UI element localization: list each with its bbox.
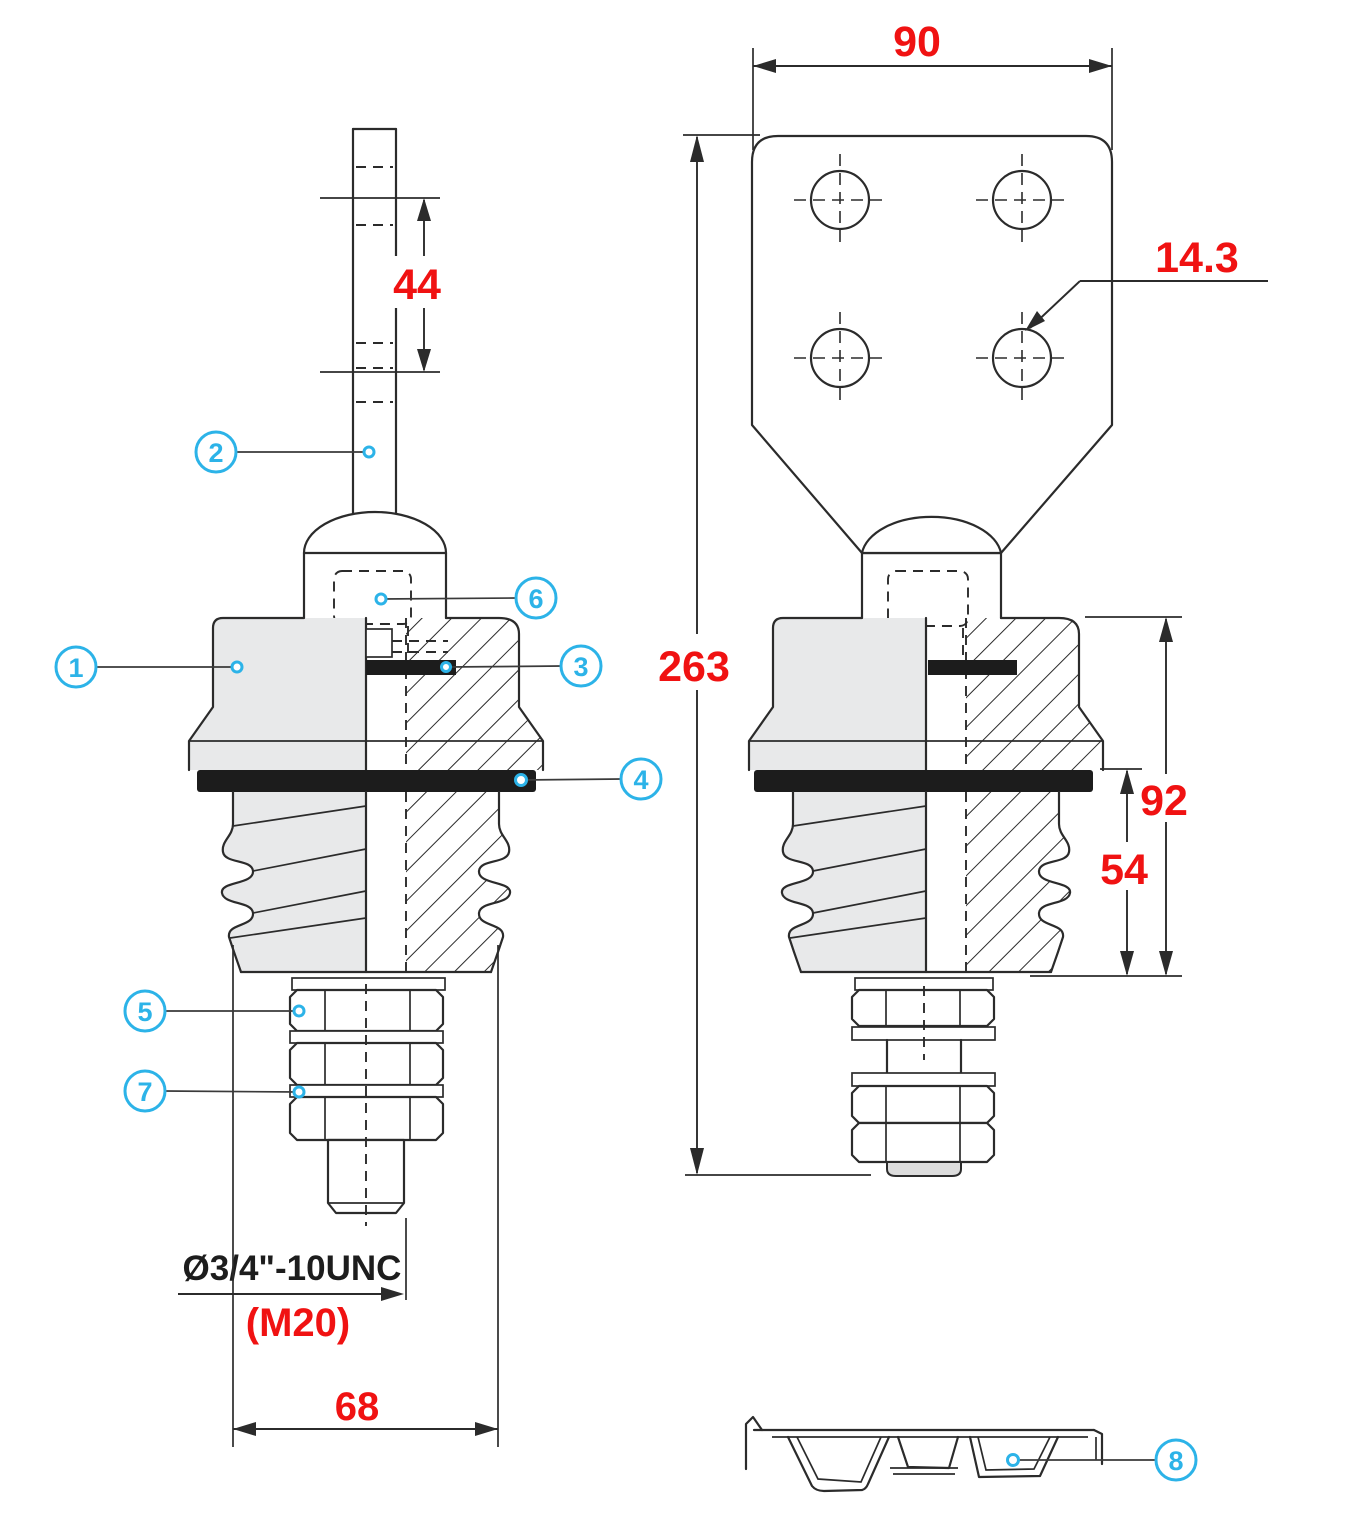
gasket-left [197,770,536,792]
hole-centerlines [794,154,1068,404]
gasket-right [754,770,1093,792]
dim-thread-length: 44 [392,198,442,372]
contact-strip-left [366,660,456,675]
callout-8-label: 8 [1168,1446,1183,1476]
thread-spec-label: Ø3/4"-10UNC [183,1249,402,1288]
callout-4: 4 [514,757,663,801]
dim-68-label: 68 [335,1385,380,1429]
terminal-bracket [750,134,1114,555]
callout-6-label: 6 [528,584,543,614]
stamped-tray-part [744,1415,1104,1493]
side-section-view: 90 14.3 263 92 [658,18,1268,1177]
dome-left [302,510,448,659]
dim-92-label: 92 [1140,777,1188,825]
callout-1-label: 1 [68,653,83,683]
front-section-view: 44 [178,127,545,1447]
dim-90-label: 90 [893,18,941,66]
callout-3-label: 3 [573,652,588,682]
contact-strip-right [928,660,1017,675]
insulator-sheds-right [780,790,1072,974]
dim-263-label: 263 [658,643,730,691]
callout-2: 2 [194,430,376,474]
nut-stack-right [850,977,996,1177]
cap-body-right [747,616,1105,772]
nut-stack-left [288,977,446,1226]
thread-metric-label: (M20) [246,1301,350,1345]
dim-total-height: 263 [658,134,871,1176]
callout-6: 6 [374,576,558,620]
callout-8: 8 [1006,1438,1198,1482]
dim-lower-height: 92 [1030,616,1192,977]
dim-bracket-width: 90 [752,18,1113,150]
dim-44-label: 44 [393,261,441,309]
dim-flange-width: 68 [232,945,499,1447]
callout-7: 7 [123,1069,306,1113]
thread-spec-note: Ø3/4"-10UNC (M20) [178,1218,407,1345]
dome-right [860,515,1003,659]
callout-4-label: 4 [633,765,648,795]
callout-1: 1 [54,645,244,689]
insulator-sheds-left [220,790,512,974]
callout-3: 3 [440,644,603,688]
callout-5-label: 5 [137,997,152,1027]
stud-top [320,127,440,554]
callout-5: 5 [123,989,306,1033]
dim-hole-diameter: 14.3 [1025,234,1268,331]
dim-54-label: 54 [1100,846,1148,894]
dim-14-3-label: 14.3 [1155,234,1239,282]
callout-2-label: 2 [208,438,223,468]
dim-shed-height: 54 [1098,768,1156,976]
callout-7-label: 7 [137,1077,152,1107]
cap-body-left [187,616,545,772]
